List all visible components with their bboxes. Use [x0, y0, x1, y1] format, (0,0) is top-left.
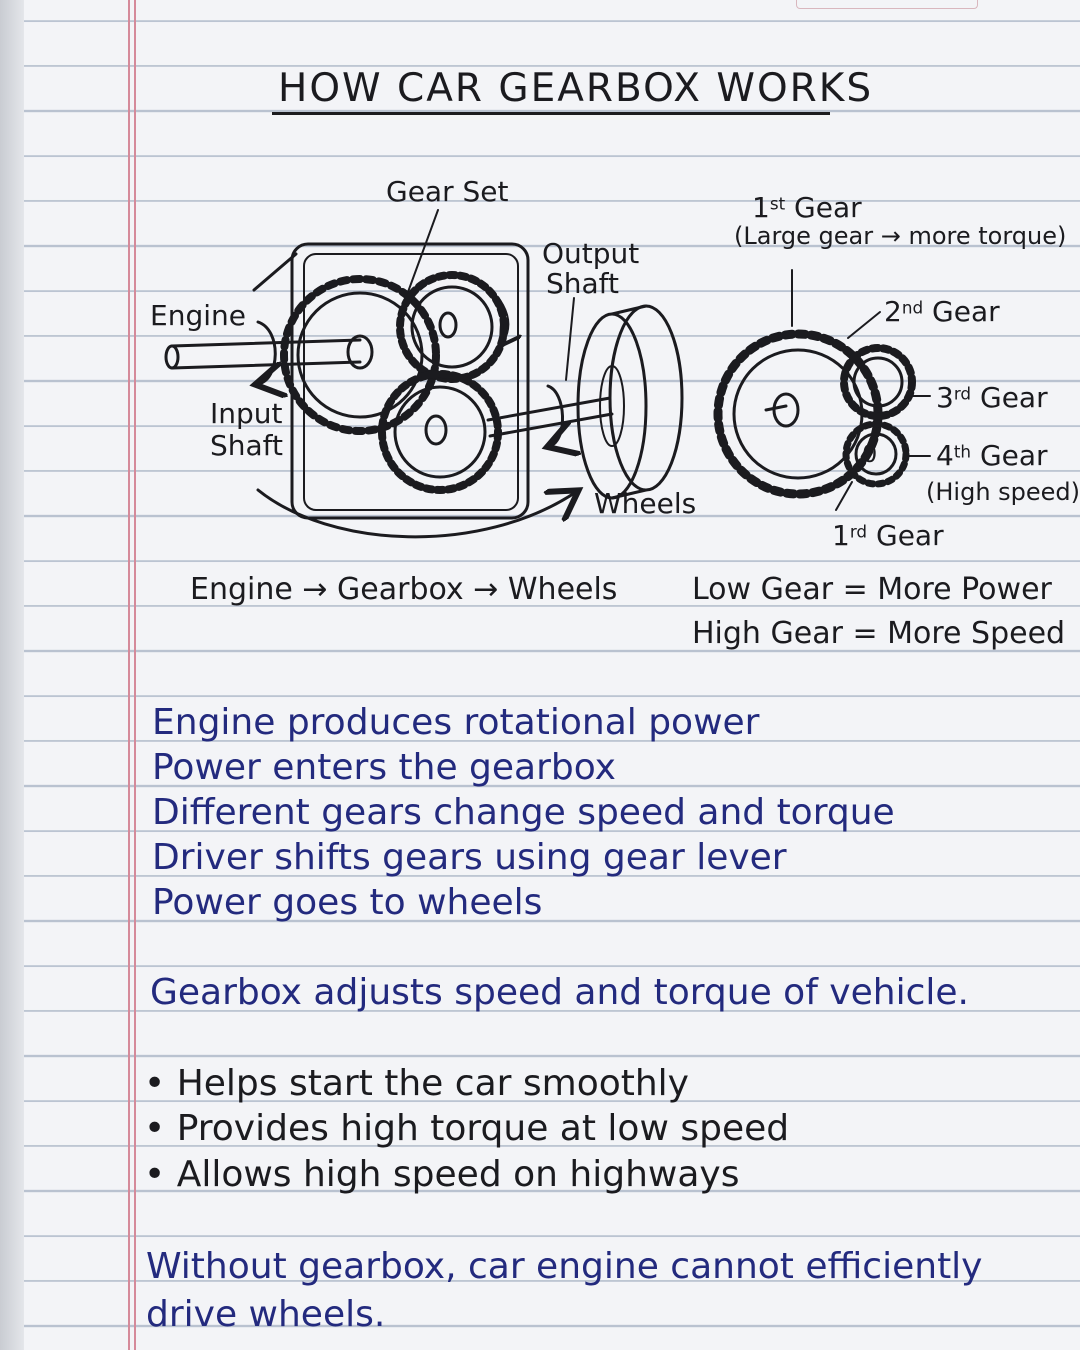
fourth-gear-icon — [842, 420, 910, 488]
page-tab-mark — [796, 0, 978, 9]
fourth-gear-note: (High speed) — [926, 478, 1080, 506]
first-gear-note: (Large gear → more torque) — [734, 222, 1067, 250]
second-gear-icon — [840, 344, 916, 420]
title-underline — [272, 112, 830, 115]
margin-line — [134, 0, 136, 1350]
margin-line — [128, 0, 130, 1350]
housing-edge — [252, 252, 298, 292]
step-item: Power enters the gearbox — [152, 747, 616, 788]
input-gear-icon — [280, 275, 440, 435]
bullet-item: • Provides high torque at low speed — [144, 1108, 790, 1149]
page-binding-edge — [0, 0, 24, 1350]
step-item: Power goes to wheels — [152, 882, 543, 923]
wheels-label: Wheels — [594, 487, 697, 520]
power-flow-label: Engine → Gearbox → Wheels — [190, 572, 618, 607]
gear-zero-mark: 0 — [862, 440, 878, 468]
input-shaft-end — [164, 344, 180, 370]
conclusion-line: Without gearbox, car engine cannot effic… — [146, 1246, 983, 1287]
step-item: Driver shifts gears using gear lever — [152, 837, 787, 878]
step-item: Engine produces rotational power — [152, 702, 760, 743]
output-shaft-label-line-1: Output — [542, 237, 640, 270]
gear-set-label: Gear Set — [386, 175, 509, 208]
input-shaft — [170, 338, 362, 370]
third-gear-label: 3rd Gear — [936, 381, 1048, 414]
bullet-item: • Allows high speed on highways — [144, 1154, 740, 1195]
high-gear-rule: High Gear = More Speed — [692, 616, 1066, 651]
bullet-dot: • — [144, 1108, 166, 1149]
wheel-icon — [576, 304, 684, 500]
input-shaft-label-line-2: Shaft — [210, 429, 284, 462]
page-title: HOW CAR GEARBOX WORKS — [278, 66, 874, 111]
conclusion-line: drive wheels. — [146, 1294, 386, 1335]
bullet-dot: • — [144, 1154, 166, 1195]
output-gear-icon — [378, 370, 502, 494]
fourth-gear-label: 4th Gear — [936, 439, 1048, 472]
bullet-dot: • — [144, 1063, 166, 1104]
first-gear-label: 1st Gear — [752, 191, 862, 224]
second-gear-label: 2nd Gear — [884, 295, 1000, 328]
input-shaft-label-line-1: Input — [210, 397, 283, 430]
output-shaft — [486, 396, 614, 438]
bullet-item: • Helps start the car smoothly — [144, 1063, 689, 1104]
output-shaft-label-line-2: Shaft — [546, 267, 620, 300]
engine-label: Engine — [150, 299, 246, 332]
bottom-gear-label: 1rd Gear — [832, 519, 944, 552]
low-gear-rule: Low Gear = More Power — [692, 572, 1052, 607]
step-item: Different gears change speed and torque — [152, 792, 895, 833]
flow-arrow — [256, 490, 576, 539]
summary-line: Gearbox adjusts speed and torque of vehi… — [150, 972, 969, 1013]
